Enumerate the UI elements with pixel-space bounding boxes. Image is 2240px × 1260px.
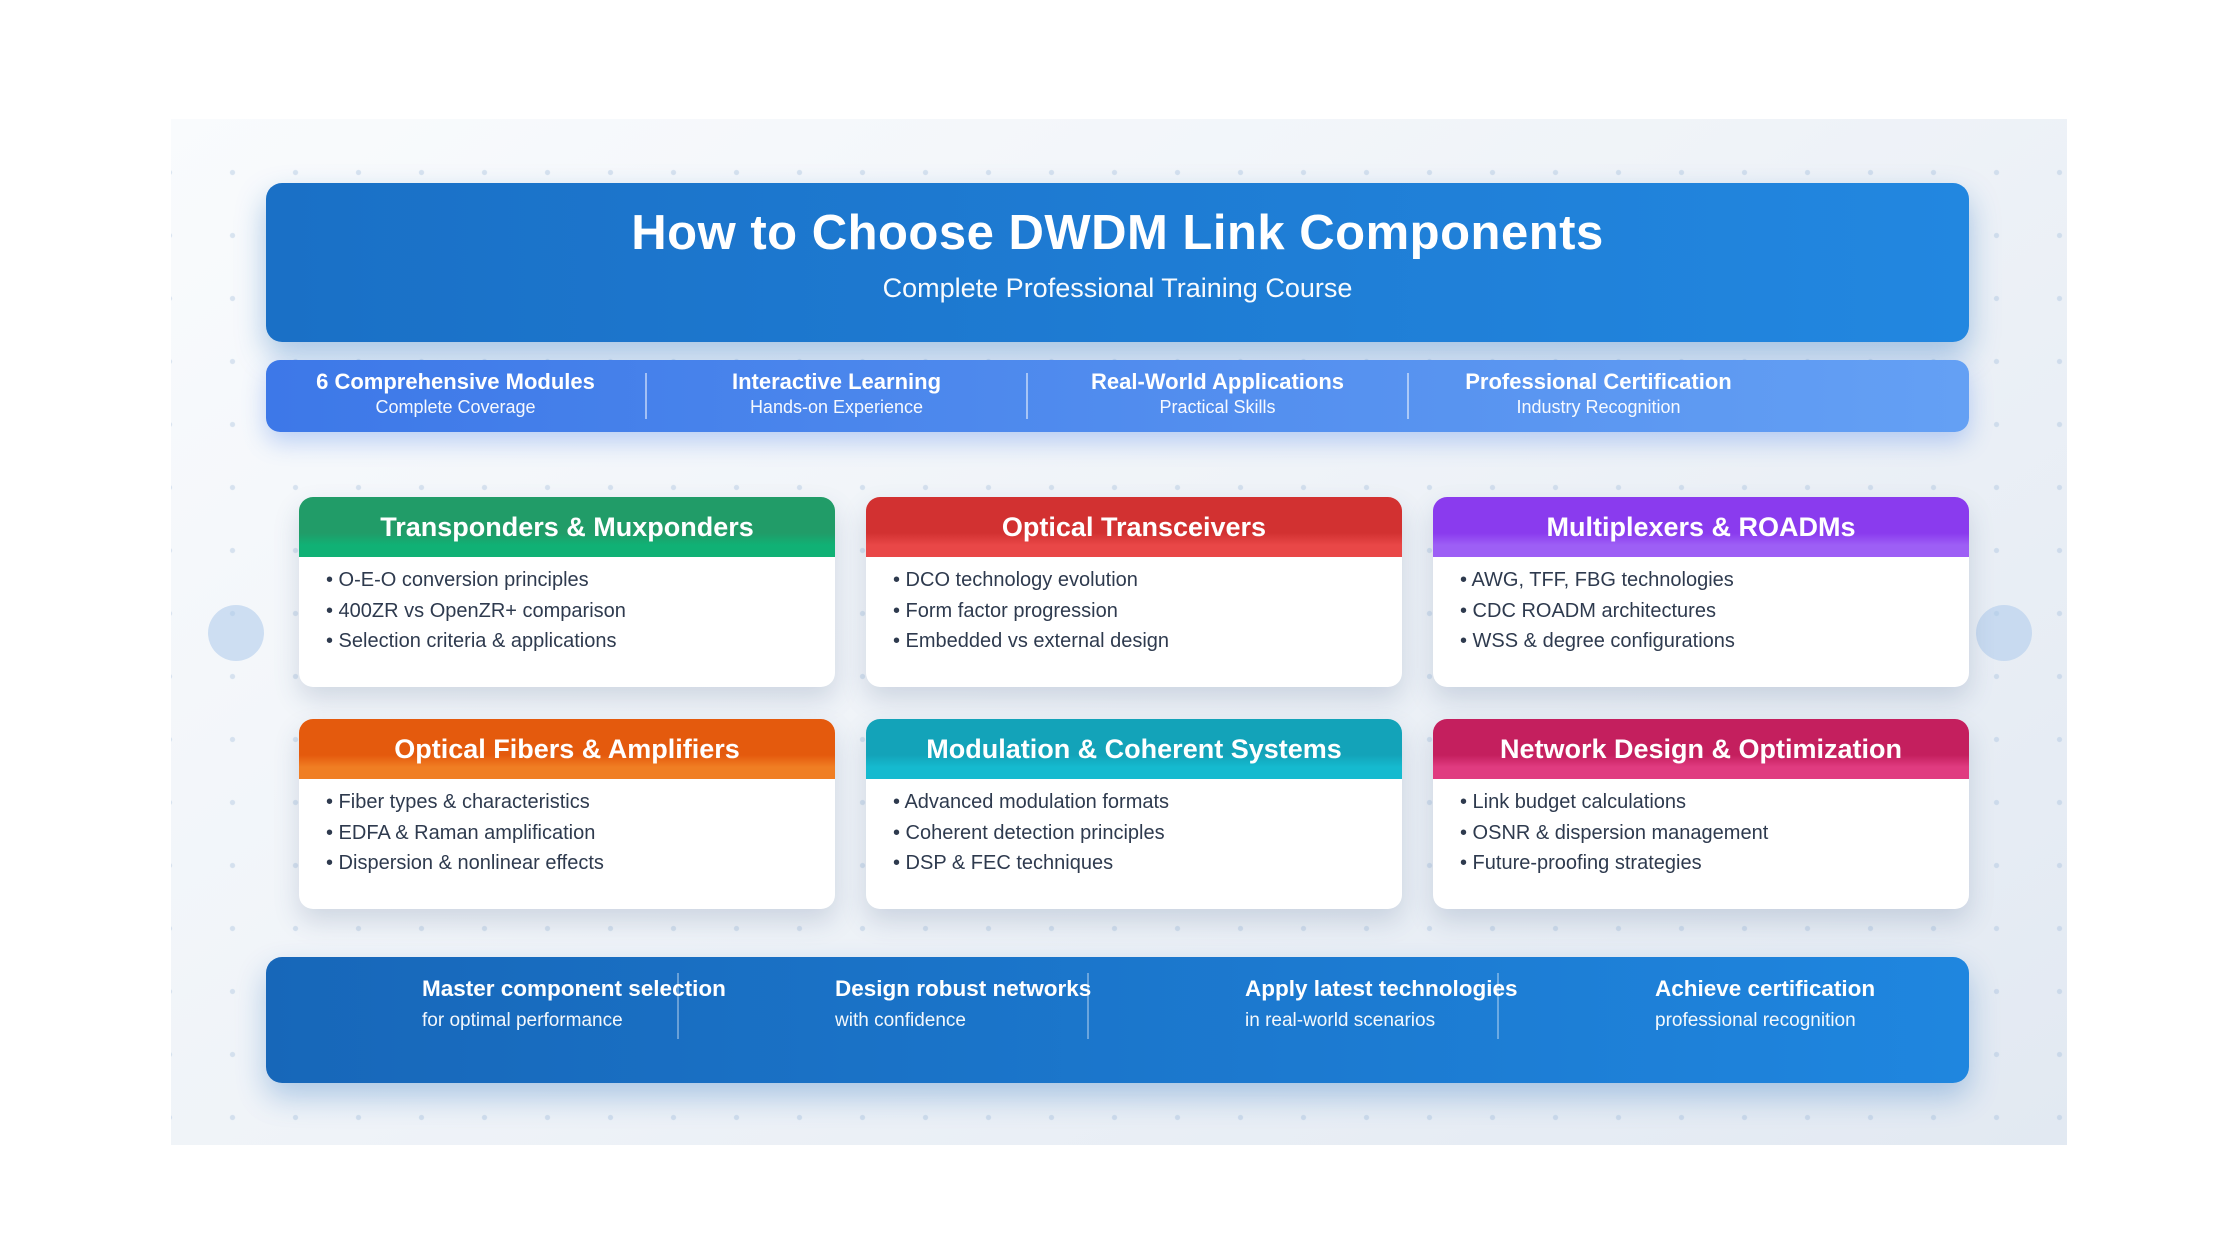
course-overview-board: How to Choose DWDM Link Components Compl…: [171, 119, 2067, 1145]
module-topic: • Link budget calculations: [1460, 791, 1687, 813]
module-header: Optical Transceivers: [866, 497, 1402, 557]
highlight-divider: [645, 373, 647, 419]
outcome-title: Design robust networks: [835, 976, 1092, 1001]
highlight-subtitle: Practical Skills: [1159, 397, 1276, 417]
module-topic: • Selection criteria & applications: [326, 630, 617, 652]
outcome-title: Apply latest technologies: [1245, 976, 1518, 1001]
module-header: Transponders & Muxponders: [299, 497, 835, 557]
module-title: Optical Transceivers: [1001, 511, 1267, 542]
module-topic: • DSP & FEC techniques: [893, 852, 1114, 874]
highlight-subtitle: Complete Coverage: [375, 397, 536, 417]
highlight-title: Interactive Learning: [731, 369, 942, 394]
highlight-divider: [1026, 373, 1028, 419]
module-topic: • Embedded vs external design: [893, 630, 1170, 652]
module-title: Network Design & Optimization: [1499, 733, 1903, 764]
module-topic: • EDFA & Raman amplification: [326, 821, 596, 844]
outcome-divider: [1497, 973, 1499, 1039]
outcome-title: Achieve certification: [1655, 976, 1876, 1001]
page-subtitle: Complete Professional Training Course: [882, 273, 1353, 303]
module-topic: • WSS & degree configurations: [1460, 630, 1735, 652]
outcome-subtitle: in real-world scenarios: [1245, 1010, 1436, 1031]
module-topic: • CDC ROADM architectures: [1460, 599, 1716, 622]
module-topic: • Dispersion & nonlinear effects: [326, 852, 604, 874]
module-topic-list: • Fiber types & characteristics • EDFA &…: [299, 779, 835, 879]
module-topic: • Fiber types & characteristics: [326, 791, 590, 813]
module-header: Multiplexers & ROADMs: [1433, 497, 1969, 557]
highlight-title: Real-World Applications: [1090, 369, 1345, 394]
module-title: Modulation & Coherent Systems: [926, 733, 1342, 764]
highlight-subtitle: Industry Recognition: [1516, 397, 1681, 417]
module-grid: Transponders & Muxponders • O-E-O conver…: [299, 497, 1969, 909]
module-card-fibers-amplifiers: Optical Fibers & Amplifiers • Fiber type…: [299, 719, 835, 909]
outcome-divider: [1087, 973, 1089, 1039]
module-header: Network Design & Optimization: [1433, 719, 1969, 779]
module-card-multiplexers: Multiplexers & ROADMs • AWG, TFF, FBG te…: [1433, 497, 1969, 687]
module-topic: • Form factor progression: [893, 599, 1118, 622]
outcome-subtitle: professional recognition: [1655, 1010, 1856, 1031]
page-title: How to Choose DWDM Link Components: [631, 206, 1604, 260]
outcome-divider: [677, 973, 679, 1039]
module-topic-list: • DCO technology evolution • Form factor…: [866, 557, 1402, 657]
highlight-title: 6 Comprehensive Modules: [316, 369, 595, 394]
module-header: Optical Fibers & Amplifiers: [299, 719, 835, 779]
highlight-subtitle: Hands-on Experience: [749, 397, 924, 417]
module-title: Transponders & Muxponders: [380, 511, 754, 542]
outcome-certification: Achieve certification professional recog…: [1499, 957, 1969, 1083]
module-card-transponders: Transponders & Muxponders • O-E-O conver…: [299, 497, 835, 687]
module-header: Modulation & Coherent Systems: [866, 719, 1402, 779]
module-title: Optical Fibers & Amplifiers: [394, 733, 740, 764]
module-topic: • Advanced modulation formats: [893, 791, 1170, 813]
highlight-modules: 6 Comprehensive Modules Complete Coverag…: [266, 360, 645, 432]
module-topic: • AWG, TFF, FBG technologies: [1460, 569, 1734, 591]
highlight-interactive-learning: Interactive Learning Hands-on Experience: [647, 360, 1026, 432]
outcome-latest-technologies: Apply latest technologies in real-world …: [1089, 957, 1518, 1083]
decorative-circle-right: [1976, 605, 2032, 661]
outcome-subtitle: with confidence: [835, 1010, 966, 1031]
highlight-certification: Professional Certification Industry Reco…: [1409, 360, 1788, 432]
module-topic: • 400ZR vs OpenZR+ comparison: [326, 599, 626, 622]
module-card-network-design: Network Design & Optimization • Link bud…: [1433, 719, 1969, 909]
outcome-robust-networks: Design robust networks with confidence: [679, 957, 1092, 1083]
module-card-transceivers: Optical Transceivers • DCO technology ev…: [866, 497, 1402, 687]
decorative-circle-left: [208, 605, 264, 661]
module-topic-list: • AWG, TFF, FBG technologies • CDC ROADM…: [1433, 557, 1969, 657]
module-topic: • Future-proofing strategies: [1460, 852, 1702, 874]
outcomes-banner: Master component selection for optimal p…: [266, 957, 1969, 1083]
module-title: Multiplexers & ROADMs: [1546, 511, 1856, 542]
outcome-title: Master component selection: [422, 976, 726, 1001]
outcome-component-selection: Master component selection for optimal p…: [266, 957, 726, 1083]
highlights-bar: 6 Comprehensive Modules Complete Coverag…: [266, 360, 1969, 432]
module-topic: • DCO technology evolution: [893, 569, 1138, 591]
module-topic: • Coherent detection principles: [893, 821, 1165, 844]
outcome-subtitle: for optimal performance: [422, 1010, 623, 1031]
module-topic-list: • Link budget calculations • OSNR & disp…: [1433, 779, 1969, 879]
module-card-modulation-coherent: Modulation & Coherent Systems • Advanced…: [866, 719, 1402, 909]
highlight-divider: [1407, 373, 1409, 419]
module-topic: • O-E-O conversion principles: [326, 569, 589, 591]
highlight-real-world: Real-World Applications Practical Skills: [1028, 360, 1407, 432]
highlight-title: Professional Certification: [1465, 369, 1732, 394]
module-topic-list: • O-E-O conversion principles • 400ZR vs…: [299, 557, 835, 657]
module-topic-list: • Advanced modulation formats • Coherent…: [866, 779, 1402, 879]
module-topic: • OSNR & dispersion management: [1460, 821, 1769, 844]
hero-banner: How to Choose DWDM Link Components Compl…: [266, 183, 1969, 342]
